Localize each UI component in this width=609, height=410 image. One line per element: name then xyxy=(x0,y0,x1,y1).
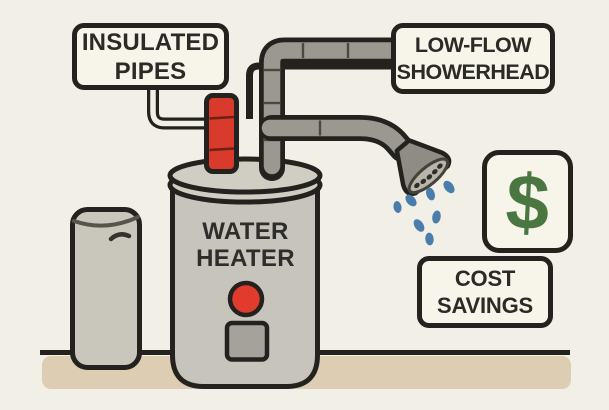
small-tank-top-seam xyxy=(72,215,140,228)
insulated-pipe-icon xyxy=(204,93,239,174)
access-panel xyxy=(224,320,270,362)
connector-core xyxy=(150,88,212,127)
water-drop xyxy=(426,187,435,201)
water-drop xyxy=(443,180,455,194)
showerhead-icon xyxy=(394,138,452,197)
small-tank-body xyxy=(70,207,142,370)
pipe-seam xyxy=(209,147,235,152)
small-tank-highlight xyxy=(108,232,132,242)
cost-savings-callout: COST SAVINGS xyxy=(417,256,553,328)
water-drop xyxy=(405,194,417,207)
shower-pipe-fill xyxy=(261,119,411,158)
low-flow-line1: LOW-FLOW xyxy=(414,33,532,57)
main-pipe-fill xyxy=(263,42,407,175)
shower-nozzle-hole xyxy=(420,178,427,185)
shower-nozzle-hole xyxy=(414,182,420,189)
low-flow-line2: SHOWERHEAD xyxy=(396,59,550,84)
shower-nozzle-hole xyxy=(437,163,443,169)
pipe-seam xyxy=(209,115,235,120)
water-drop xyxy=(425,232,434,246)
water-drops-icon xyxy=(393,180,455,246)
water-heater-tank-icon xyxy=(167,156,323,389)
water-heater-label-line2: HEATER xyxy=(196,244,295,272)
lowflow-label-connector xyxy=(246,62,396,119)
water-heater-label-line1: WATER xyxy=(202,218,289,245)
water-drop xyxy=(432,210,441,224)
insulated-pipes-callout: INSULATED PIPES xyxy=(72,23,229,90)
insulated-pipe-body xyxy=(204,93,239,174)
small-tank-icon xyxy=(70,207,142,370)
shower-nozzle-hole xyxy=(426,174,433,180)
low-flow-showerhead-callout: LOW-FLOW SHOWERHEAD xyxy=(391,23,555,94)
cost-savings-badge: $ xyxy=(482,150,573,253)
insulated-pipes-line1: INSULATED xyxy=(81,28,220,56)
main-pipe-icon xyxy=(259,37,411,181)
water-drop xyxy=(413,219,425,232)
shower-nozzle-hole xyxy=(431,169,438,175)
tank-cap-top xyxy=(167,156,323,195)
insulated-pipes-line2: PIPES xyxy=(114,57,187,85)
dollar-sign-icon: $ xyxy=(503,156,552,247)
indicator-light xyxy=(227,280,265,318)
cost-savings-line2: SAVINGS xyxy=(437,293,533,318)
cost-savings-line1: COST xyxy=(454,266,516,291)
insulated-label-connector xyxy=(147,88,212,130)
water-heater-label: WATER HEATER xyxy=(170,218,321,272)
shower-pipe-icon xyxy=(259,115,415,162)
water-drop xyxy=(393,201,402,213)
connector-outline xyxy=(147,88,212,130)
